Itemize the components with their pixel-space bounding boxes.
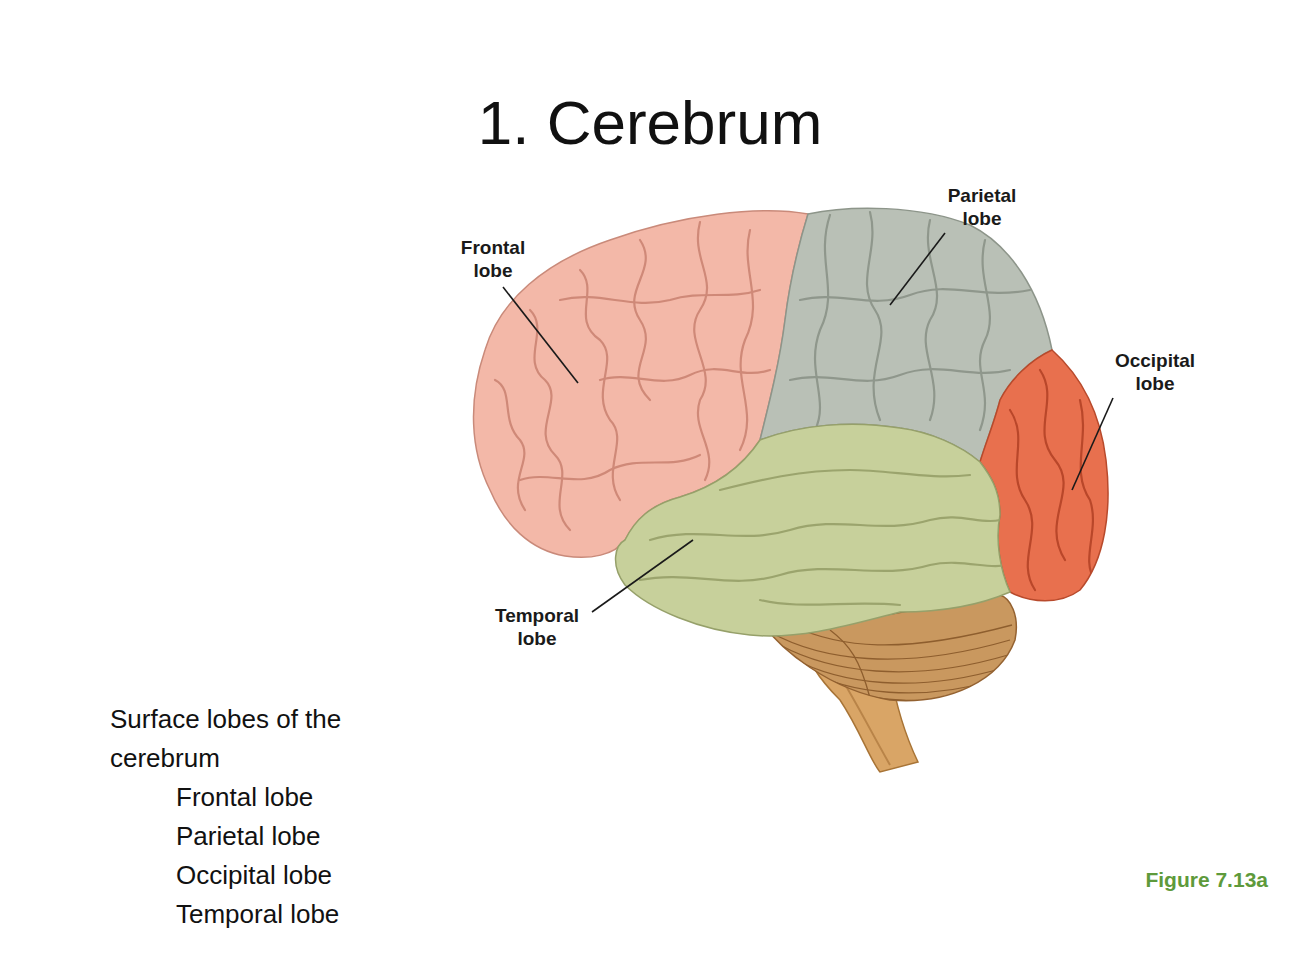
lobe-label: Temporal lobe bbox=[495, 604, 579, 650]
lobe-label: Frontal lobe bbox=[461, 236, 525, 282]
temporal-lobe bbox=[616, 424, 1010, 636]
leader-line bbox=[592, 540, 693, 612]
parietal-gyri bbox=[790, 212, 1030, 430]
list-item: Parietal lobe bbox=[176, 817, 321, 856]
lobe-label: Occipital lobe bbox=[1115, 349, 1195, 395]
leader-line bbox=[890, 233, 945, 305]
leader-line bbox=[1072, 398, 1113, 490]
temporal-gyri bbox=[640, 470, 1005, 605]
leader-line bbox=[503, 287, 578, 383]
list-item: Occipital lobe bbox=[176, 856, 332, 895]
cerebellum-folia bbox=[770, 625, 1012, 701]
list-item: Temporal lobe bbox=[176, 895, 339, 934]
lobe-label: Parietal lobe bbox=[948, 184, 1017, 230]
list-item: Frontal lobe bbox=[176, 778, 313, 817]
occipital-gyri bbox=[1010, 370, 1095, 590]
list-heading: Surface lobes of the cerebrum bbox=[110, 700, 400, 778]
leader-lines bbox=[503, 233, 1113, 612]
slide-title: 1. Cerebrum bbox=[0, 92, 1300, 154]
figure-number: Figure 7.13a bbox=[1145, 869, 1268, 890]
